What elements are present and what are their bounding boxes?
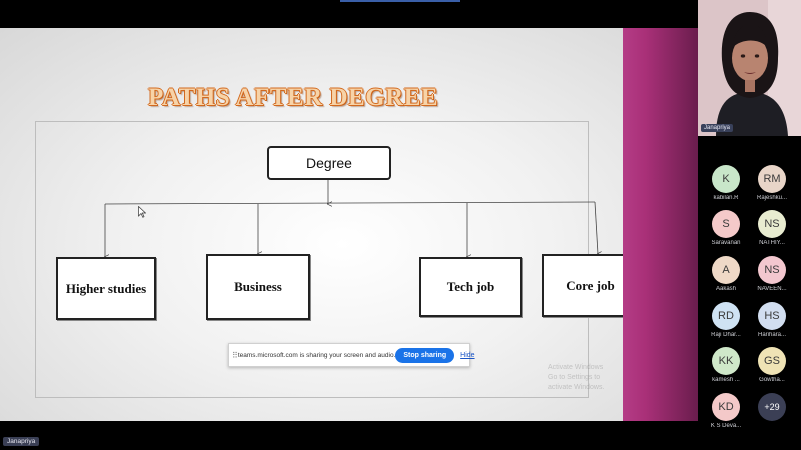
- participant-name: Rajeshku...: [756, 195, 787, 201]
- participant-name: Aakash: [715, 286, 736, 292]
- participant-name: NAVEEN...: [757, 286, 787, 292]
- branch-core-job: [594, 201, 598, 254]
- node-degree: Degree: [267, 146, 391, 180]
- participant-avatar: RM: [758, 165, 786, 193]
- participant-tile[interactable]: RD Raji Dhar...: [704, 302, 748, 338]
- participant-avatar: GS: [758, 347, 786, 375]
- mouse-cursor-icon: [138, 206, 146, 218]
- self-video-tile[interactable]: Janapriya: [698, 0, 801, 136]
- participant-tile[interactable]: RM Rajeshku...: [750, 165, 794, 201]
- participant-name: Harihara...: [757, 332, 786, 338]
- hide-link[interactable]: Hide: [460, 351, 475, 359]
- more-participants-count: +29: [758, 393, 786, 421]
- participant-name: K S Deva...: [710, 423, 742, 429]
- participant-name: NATHIY...: [759, 240, 785, 246]
- participant-avatar: S: [712, 210, 740, 238]
- windows-activation-watermark: Activate Windows Go to Settings to activ…: [548, 364, 605, 391]
- participant-avatar: KD: [712, 393, 740, 421]
- participant-name: kabilan.R: [713, 195, 739, 201]
- participant-avatar: HS: [758, 302, 786, 330]
- sharing-indicator: [340, 0, 460, 2]
- participant-name: kamesh ...: [712, 377, 740, 383]
- node-business: Business: [206, 254, 310, 320]
- node-higher-studies: Higher studies: [56, 257, 156, 320]
- presenter-video-icon: [698, 0, 801, 136]
- participant-tile[interactable]: KD K S Deva...: [704, 393, 748, 429]
- sharing-message: teams.microsoft.com is sharing your scre…: [237, 351, 396, 359]
- node-tech-job: Tech job: [419, 257, 522, 317]
- participant-tile[interactable]: GS Gowtha...: [750, 347, 794, 383]
- participant-avatar: K: [712, 165, 740, 193]
- slide-title: PATHS AFTER DEGREE: [148, 84, 439, 111]
- participant-avatar: KK: [712, 347, 740, 375]
- node-core-job: Core job: [542, 254, 623, 317]
- screen-sharing-bar: ⠿ teams.microsoft.com is sharing your sc…: [228, 343, 475, 367]
- self-video-name-tag: Janapriya: [701, 124, 734, 132]
- participant-tile[interactable]: A Aakash: [704, 256, 748, 292]
- participant-avatar: NS: [758, 210, 786, 238]
- participant-name: Gowtha...: [759, 377, 785, 383]
- participant-avatar: NS: [758, 256, 786, 284]
- desktop-background-strip: [623, 28, 698, 421]
- drag-handle-icon[interactable]: ⠿: [232, 350, 238, 360]
- participants-panel: Janapriya K kabilan.R RM Rajeshku... S S…: [698, 0, 801, 450]
- participant-name: Raji Dhar...: [711, 332, 741, 338]
- more-participants-button[interactable]: +29: [750, 393, 794, 421]
- participant-name: Saravanan: [711, 240, 741, 246]
- stop-sharing-button[interactable]: Stop sharing: [395, 347, 455, 363]
- branch-horizontal: [104, 201, 596, 205]
- presenter-name-tag: Janapriya: [3, 437, 40, 446]
- participant-tile[interactable]: NS NAVEEN...: [750, 256, 794, 292]
- participant-avatar: RD: [712, 302, 740, 330]
- shared-screen-area: PATHS AFTER DEGREE Degree Higher studies…: [0, 0, 698, 446]
- participant-tile[interactable]: S Saravanan: [704, 210, 748, 246]
- participant-avatar: A: [712, 256, 740, 284]
- participant-tile[interactable]: KK kamesh ...: [704, 347, 748, 383]
- participant-tile[interactable]: NS NATHIY...: [750, 210, 794, 246]
- diagram-connectors: [0, 180, 623, 421]
- participant-tile[interactable]: K kabilan.R: [704, 165, 748, 201]
- participant-tile[interactable]: HS Harihara...: [750, 302, 794, 338]
